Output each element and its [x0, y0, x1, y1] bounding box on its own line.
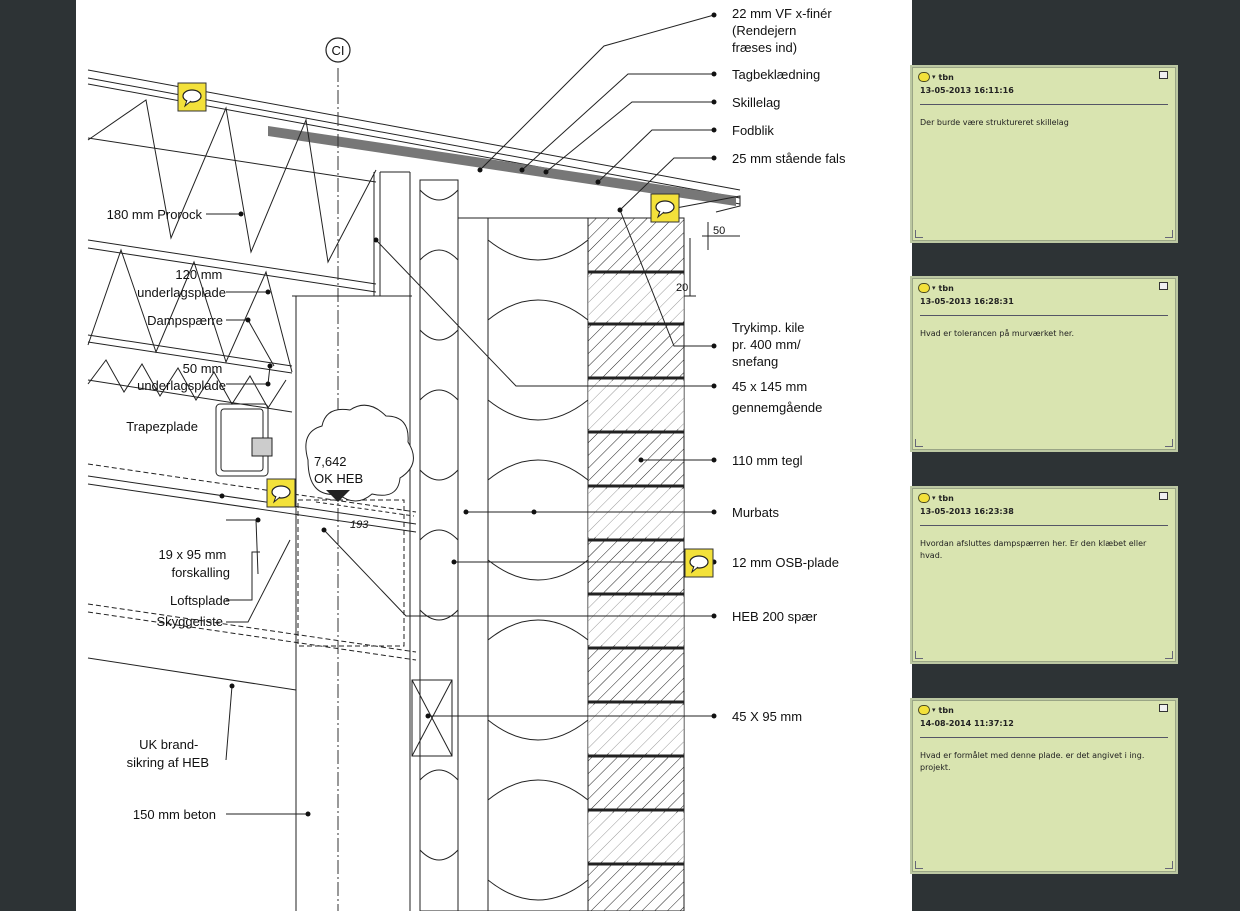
comment-markers: [177, 82, 714, 578]
label-vapour: Dampspærre: [147, 313, 223, 328]
label-drip: Fodblik: [732, 123, 774, 138]
dim-gap: 20: [676, 282, 688, 294]
wall-assembly: [215, 171, 589, 911]
minimize-box-icon[interactable]: [1159, 282, 1168, 290]
speech-bubble-icon[interactable]: [684, 548, 714, 578]
chevron-down-icon[interactable]: ▾: [932, 494, 936, 502]
chevron-down-icon[interactable]: ▾: [932, 73, 936, 81]
leader-dots: [219, 12, 717, 817]
label-ties: Murbats: [732, 505, 779, 520]
note-text[interactable]: Hvad er tolerancen på murværket her.: [920, 329, 1074, 338]
note-timestamp: 13-05-2013 16:23:38: [920, 507, 1014, 516]
note-divider: [920, 315, 1168, 316]
label-heb: HEB 200 spær: [732, 609, 818, 624]
note-timestamp: 13-05-2013 16:28:31: [920, 297, 1014, 306]
note-header: ▾ tbn: [912, 67, 1176, 84]
chevron-down-icon[interactable]: ▾: [932, 284, 936, 292]
speech-bubble-icon: [918, 72, 930, 82]
comment-note[interactable]: ▾ tbn 13-05-2013 16:11:16 Der burde være…: [910, 65, 1178, 243]
level-span: 193: [350, 519, 369, 531]
note-divider: [920, 525, 1168, 526]
speech-bubble-icon[interactable]: [650, 193, 680, 223]
level-callout: [305, 404, 415, 517]
resize-handle-icon[interactable]: [915, 439, 923, 447]
label-battens: 19 x 95 mm forskalling: [158, 547, 230, 580]
brick-wall: [587, 217, 685, 911]
comment-note[interactable]: ▾ tbn 13-05-2013 16:23:38 Hvordan afslut…: [910, 486, 1178, 664]
labels-left: 180 mm Prorock 120 mm underlagsplade Dam…: [107, 207, 230, 822]
resize-handle-icon[interactable]: [1165, 861, 1173, 869]
drawing-sheet: CI 50: [76, 0, 912, 911]
label-shadow: Skyggeliste: [157, 614, 223, 629]
comment-note[interactable]: ▾ tbn 14-08-2014 11:37:12 Hvad er formål…: [910, 698, 1178, 874]
label-underlay120: 120 mm underlagsplade: [137, 267, 226, 300]
note-header: ▾ tbn: [912, 700, 1176, 717]
label-fire: UK brand- sikring af HEB: [127, 737, 209, 770]
resize-handle-icon[interactable]: [915, 861, 923, 869]
speech-bubble-icon: [918, 493, 930, 503]
label-seam: 25 mm stående fals: [732, 151, 846, 166]
note-timestamp: 14-08-2014 11:37:12: [920, 719, 1014, 728]
insulation-pattern: [419, 189, 589, 901]
note-header: ▾ tbn: [912, 278, 1176, 295]
label-brick: 110 mm tegl: [732, 453, 803, 468]
note-text[interactable]: Hvad er formålet med denne plade. er det…: [920, 751, 1145, 772]
resize-handle-icon[interactable]: [1165, 651, 1173, 659]
minimize-box-icon[interactable]: [1159, 704, 1168, 712]
resize-handle-icon[interactable]: [915, 651, 923, 659]
note-header: ▾ tbn: [912, 488, 1176, 505]
label-underlay50: 50 mm underlagsplade: [137, 361, 226, 393]
note-author: tbn: [938, 72, 954, 82]
label-beam145: 45 x 145 mm gennemgående: [732, 379, 822, 415]
dimension-lines: [684, 222, 740, 297]
note-text[interactable]: Der burde være struktureret skillelag: [920, 118, 1069, 127]
note-timestamp: 13-05-2013 16:11:16: [920, 86, 1014, 95]
note-author: tbn: [938, 705, 954, 715]
label-prorock: 180 mm Prorock: [107, 207, 203, 222]
level-text: OK HEB: [314, 471, 363, 486]
label-trapez: Trapezplade: [126, 419, 198, 434]
minimize-box-icon[interactable]: [1159, 492, 1168, 500]
resize-handle-icon[interactable]: [915, 230, 923, 238]
resize-handle-icon[interactable]: [1165, 439, 1173, 447]
note-author: tbn: [938, 283, 954, 293]
comment-note[interactable]: ▾ tbn 13-05-2013 16:28:31 Hvad er tolera…: [910, 276, 1178, 452]
label-veneer: 22 mm VF x-finér (Rendejern fræses ind): [732, 6, 835, 55]
note-author: tbn: [938, 493, 954, 503]
speech-bubble-icon: [918, 283, 930, 293]
grid-marker-label: CI: [332, 43, 345, 58]
label-concrete: 150 mm beton: [133, 807, 216, 822]
label-osb: 12 mm OSB-plade: [732, 555, 839, 570]
note-divider: [920, 104, 1168, 105]
minimize-box-icon[interactable]: [1159, 71, 1168, 79]
label-stud: 45 X 95 mm: [732, 709, 802, 724]
level-value: 7,642: [314, 454, 347, 469]
chevron-down-icon[interactable]: ▾: [932, 706, 936, 714]
label-ceiling: Loftsplade: [170, 593, 230, 608]
label-separator: Skillelag: [732, 95, 780, 110]
speech-bubble-icon[interactable]: [266, 478, 296, 508]
roof-assembly: [87, 69, 741, 691]
note-divider: [920, 737, 1168, 738]
note-text[interactable]: Hvordan afsluttes dampspærren her. Er de…: [920, 539, 1147, 560]
label-roofing: Tagbeklædning: [732, 67, 820, 82]
dim-overhang: 50: [713, 225, 725, 237]
speech-bubble-icon: [918, 705, 930, 715]
labels-right: 22 mm VF x-finér (Rendejern fræses ind) …: [732, 6, 846, 724]
speech-bubble-icon[interactable]: [177, 82, 207, 112]
resize-handle-icon[interactable]: [1165, 230, 1173, 238]
label-wedge: Trykimp. kile pr. 400 mm/ snefang: [732, 320, 808, 369]
construction-section-drawing: CI 50: [87, 6, 846, 911]
